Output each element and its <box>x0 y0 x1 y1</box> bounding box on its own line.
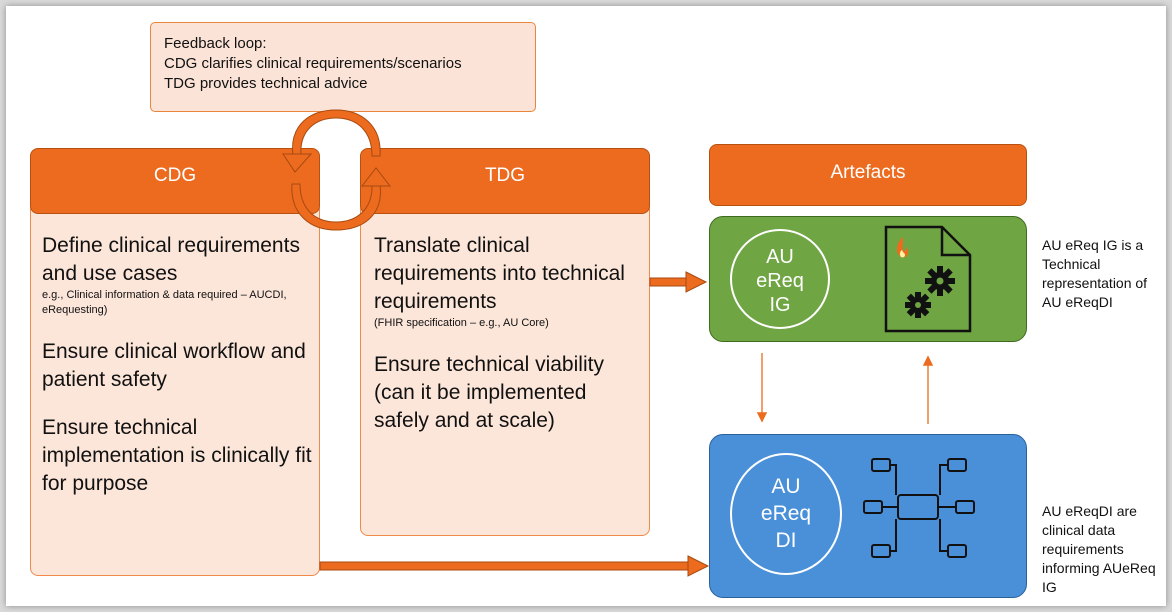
tdg-translate-example: (FHIR specification – e.g., AU Core) <box>374 317 549 329</box>
ig-circle-line1: AU <box>766 246 794 268</box>
cdg-text: Define clinical requirements and use cas… <box>42 232 314 498</box>
cdg-define-example: e.g., Clinical information & data requir… <box>42 289 287 316</box>
di-circle-line2: eReq <box>760 502 812 525</box>
tdg-header: TDG <box>360 148 650 214</box>
diagram-canvas: Feedback loop: CDG clarifies clinical re… <box>6 6 1166 606</box>
connectors-layer <box>282 109 934 577</box>
feedback-loop-arrows <box>282 109 392 231</box>
ig-circle-line3: IG <box>769 294 791 316</box>
artefacts-header: Artefacts <box>709 144 1027 206</box>
di-note: AU eReqDI are clinical data requirements… <box>1042 503 1156 595</box>
feedback-line-tdg: TDG provides technical advice <box>164 75 368 92</box>
ig-circle: AU eReq IG <box>730 229 830 329</box>
cdg-to-di-arrow <box>319 555 710 577</box>
ig-circle-line2: eReq <box>756 270 804 292</box>
cdg-fit-for-purpose: Ensure technical implementation is clini… <box>42 416 312 495</box>
tdg-to-ig-arrow <box>649 271 708 293</box>
feedback-line-cdg: CDG clarifies clinical requirements/scen… <box>164 55 462 72</box>
cdg-define-requirements: Define clinical requirements and use cas… <box>42 234 300 285</box>
tdg-technical-viability: Ensure technical viability (can it be im… <box>374 353 604 432</box>
feedback-loop-note: Feedback loop: CDG clarifies clinical re… <box>150 22 536 112</box>
ig-note: AU eReq IG is a Technical representation… <box>1042 237 1148 310</box>
fhir-document-gears-icon <box>884 225 972 333</box>
cdg-workflow-safety: Ensure clinical workflow and patient saf… <box>42 340 306 391</box>
tdg-text: Translate clinical requirements into tec… <box>374 232 644 435</box>
artefact-di-box: AU eReq DI <box>709 434 1027 598</box>
di-circle-line3: DI <box>775 529 797 552</box>
data-network-icon <box>863 458 975 558</box>
tdg-translate-requirements: Translate clinical requirements into tec… <box>374 234 625 313</box>
artefact-ig-box: AU eReq IG <box>709 216 1027 342</box>
di-circle-line1: AU <box>771 475 801 498</box>
feedback-line-title: Feedback loop: <box>164 35 267 52</box>
di-circle: AU eReq DI <box>730 453 842 575</box>
cdg-header: CDG <box>30 148 320 214</box>
